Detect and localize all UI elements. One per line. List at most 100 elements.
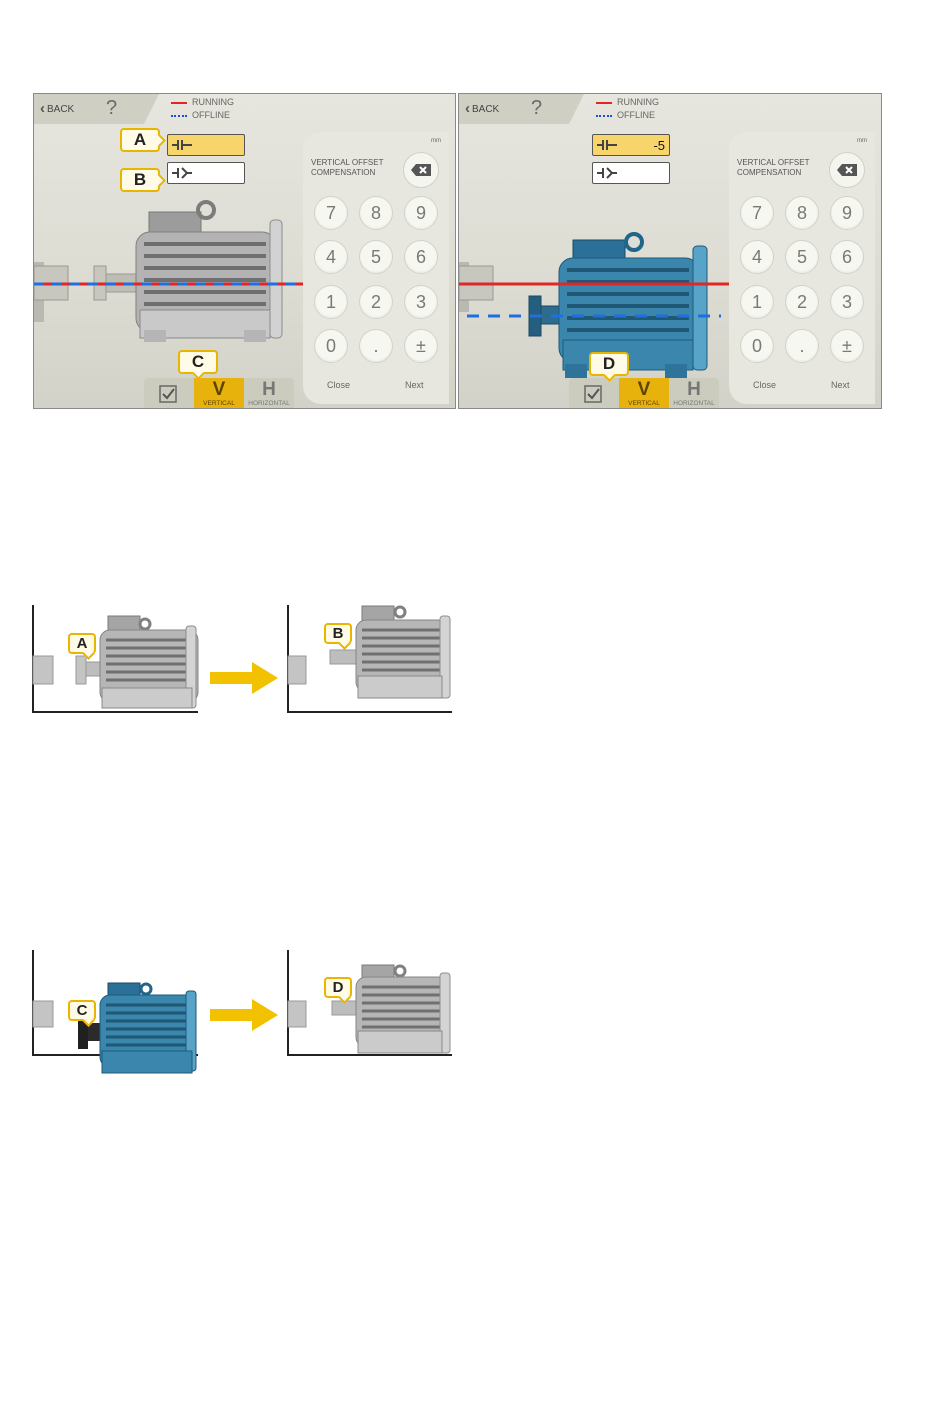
close-button[interactable]: Close	[327, 380, 350, 390]
motor-grey-small	[356, 606, 450, 698]
key-3[interactable]: 3	[830, 285, 864, 319]
unit-label: mm	[431, 138, 441, 144]
backspace-button[interactable]	[403, 152, 439, 188]
key-0[interactable]: 0	[740, 329, 774, 363]
keypad-title: VERTICAL OFFSET COMPENSATION	[311, 158, 393, 178]
checkbox-icon	[584, 385, 602, 403]
confirm-mode-button[interactable]	[569, 378, 619, 409]
key-4[interactable]: 4	[314, 240, 348, 274]
backspace-icon	[836, 163, 858, 177]
key-4[interactable]: 4	[740, 240, 774, 274]
tab-horizontal[interactable]: H HORIZONTAL	[244, 378, 294, 409]
callout-b-small: B	[324, 623, 352, 644]
coupling-offset-icon	[595, 137, 619, 153]
backspace-icon	[410, 163, 432, 177]
coupling-angle-icon	[170, 165, 194, 181]
illustration-row-1	[30, 600, 460, 720]
unit-label: mm	[857, 138, 867, 144]
coupling-angle-icon	[595, 165, 619, 181]
key-plus-minus[interactable]: ±	[404, 329, 438, 363]
help-button[interactable]: ?	[531, 97, 542, 120]
callout-b: B	[120, 168, 160, 192]
key-5[interactable]: 5	[359, 240, 393, 274]
key-6[interactable]: 6	[404, 240, 438, 274]
running-swatch	[596, 102, 612, 104]
callout-d-small: D	[324, 977, 352, 998]
key-0[interactable]: 0	[314, 329, 348, 363]
keypad-title: VERTICAL OFFSET COMPENSATION	[737, 158, 819, 178]
coupling-offset-icon	[170, 137, 194, 153]
backspace-button[interactable]	[829, 152, 865, 188]
key-2[interactable]: 2	[359, 285, 393, 319]
key-5[interactable]: 5	[785, 240, 819, 274]
help-button[interactable]: ?	[106, 97, 117, 120]
key-8[interactable]: 8	[785, 196, 819, 230]
arrow-right-icon	[210, 999, 278, 1031]
mode-selector: V VERTICAL H HORIZONTAL	[144, 378, 294, 409]
legend-offline: OFFLINE	[617, 109, 655, 122]
key-1[interactable]: 1	[314, 285, 348, 319]
screen-vertical-offset-2: ‹ BACK ? RUNNING OFFLINE -5 mm VERTICAL …	[458, 93, 882, 409]
line-legend: RUNNING OFFLINE	[596, 96, 659, 122]
next-button[interactable]: Next	[405, 380, 424, 390]
legend-running: RUNNING	[192, 96, 234, 109]
chevron-left-icon: ‹	[465, 101, 470, 117]
offline-swatch	[596, 115, 612, 117]
horizontal-letter: H	[244, 378, 294, 400]
legend-offline: OFFLINE	[192, 109, 230, 122]
offline-swatch	[171, 115, 187, 117]
legend-running: RUNNING	[617, 96, 659, 109]
callout-c-small: C	[68, 1000, 96, 1021]
key-2[interactable]: 2	[785, 285, 819, 319]
horizontal-label: HORIZONTAL	[244, 400, 294, 408]
tab-vertical[interactable]: V VERTICAL	[619, 378, 669, 409]
field-a-input[interactable]	[167, 134, 245, 156]
back-label: BACK	[472, 104, 499, 115]
key-1[interactable]: 1	[740, 285, 774, 319]
horizontal-label: HORIZONTAL	[669, 400, 719, 408]
next-button[interactable]: Next	[831, 380, 850, 390]
field-b-input[interactable]	[167, 162, 245, 184]
vertical-letter: V	[619, 378, 669, 400]
key-8[interactable]: 8	[359, 196, 393, 230]
screen-vertical-offset-1: ‹ BACK ? RUNNING OFFLINE A B mm VERTICAL…	[33, 93, 456, 409]
key-plus-minus[interactable]: ±	[830, 329, 864, 363]
callout-a: A	[120, 128, 160, 152]
key-decimal[interactable]: .	[785, 329, 819, 363]
confirm-mode-button[interactable]	[144, 378, 194, 409]
motor-grey	[136, 202, 282, 342]
arrow-right-icon	[210, 662, 278, 694]
key-9[interactable]: 9	[404, 196, 438, 230]
back-label: BACK	[47, 104, 74, 115]
key-6[interactable]: 6	[830, 240, 864, 274]
key-7[interactable]: 7	[740, 196, 774, 230]
back-button[interactable]: ‹ BACK	[40, 101, 74, 117]
key-7[interactable]: 7	[314, 196, 348, 230]
vertical-label: VERTICAL	[619, 400, 669, 408]
line-legend: RUNNING OFFLINE	[171, 96, 234, 122]
key-decimal[interactable]: .	[359, 329, 393, 363]
checkbox-icon	[159, 385, 177, 403]
back-button[interactable]: ‹ BACK	[465, 101, 499, 117]
key-3[interactable]: 3	[404, 285, 438, 319]
horizontal-letter: H	[669, 378, 719, 400]
motor-grey-small	[356, 965, 450, 1053]
vertical-letter: V	[194, 378, 244, 400]
key-9[interactable]: 9	[830, 196, 864, 230]
numeric-keypad: mm VERTICAL OFFSET COMPENSATION 7 8 9 4 …	[729, 132, 875, 404]
field-a-value: -5	[653, 138, 665, 153]
mode-selector: V VERTICAL H HORIZONTAL	[569, 378, 719, 409]
tab-vertical[interactable]: V VERTICAL	[194, 378, 244, 409]
chevron-left-icon: ‹	[40, 101, 45, 117]
callout-d: D	[589, 352, 629, 376]
vertical-label: VERTICAL	[194, 400, 244, 408]
motor-grey-small	[100, 616, 198, 708]
numeric-keypad: mm VERTICAL OFFSET COMPENSATION 7 8 9 4 …	[303, 132, 449, 404]
callout-c: C	[178, 350, 218, 374]
motor-blue-small	[100, 983, 196, 1073]
tab-horizontal[interactable]: H HORIZONTAL	[669, 378, 719, 409]
running-swatch	[171, 102, 187, 104]
field-a-input[interactable]: -5	[592, 134, 670, 156]
field-b-input[interactable]	[592, 162, 670, 184]
close-button[interactable]: Close	[753, 380, 776, 390]
